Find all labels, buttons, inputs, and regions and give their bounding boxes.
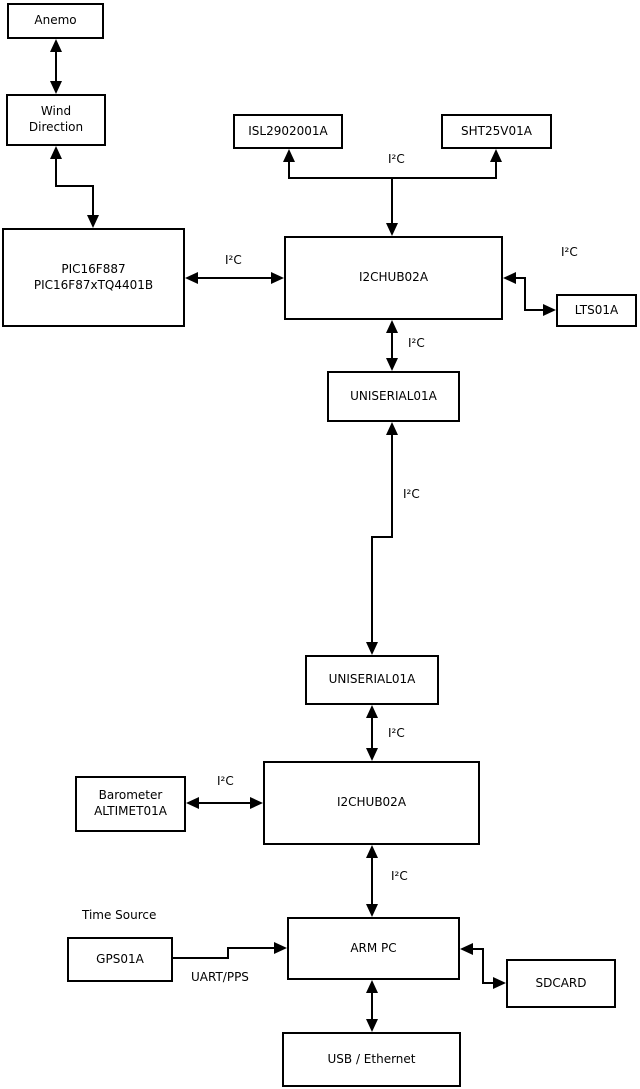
- arrowhead-left-arm-right: [460, 943, 473, 955]
- arrowhead-right-hub-upper-left: [271, 272, 284, 284]
- box-uniserial-lower: UNISERIAL01A: [305, 655, 439, 705]
- label-i2c-pic-hub: I²C: [225, 253, 242, 267]
- arrowhead-down-hub-upper-top: [386, 223, 398, 236]
- connector-uniserial-link-seg1: [391, 434, 393, 538]
- connector-uniserial-link-seg3: [371, 536, 373, 644]
- box-wind-direction-label-line1: Wind: [40, 104, 72, 119]
- box-sdcard-label: SDCARD: [535, 975, 587, 990]
- arrowhead-up-sht: [490, 149, 502, 162]
- arrowhead-up-isl: [283, 149, 295, 162]
- connector-hub-arm: [371, 857, 373, 905]
- box-isl2902001a-label: ISL2902001A: [248, 123, 328, 138]
- box-uniserial-lower-label: UNISERIAL01A: [328, 672, 416, 687]
- box-isl2902001a: ISL2902001A: [233, 114, 343, 149]
- box-uniserial-upper: UNISERIAL01A: [327, 371, 460, 422]
- arrowhead-left-pic: [185, 272, 198, 284]
- label-i2c-hub-uniserial-upper: I²C: [408, 336, 425, 350]
- label-i2c-barometer-hub: I²C: [217, 774, 234, 788]
- label-i2c-isl-sht: I²C: [388, 152, 405, 166]
- box-pic-label-line2: PIC16F87xTQ4401B: [33, 277, 154, 292]
- box-wind-direction-label-line2: Direction: [28, 120, 84, 134]
- box-gps01a-label: GPS01A: [96, 951, 144, 966]
- arrowhead-right-sdcard: [493, 977, 506, 989]
- connector-gps-arm-seg3: [227, 947, 275, 949]
- arrowhead-right-hub-lower-left: [250, 797, 263, 809]
- box-arm-pc: ARM PC: [287, 917, 460, 980]
- arrowhead-up-hub-upper-bottom: [386, 320, 398, 333]
- arrowhead-down-usb: [366, 1019, 378, 1032]
- arrowhead-down-uniserial-lower: [366, 642, 378, 655]
- connector-barometer-hub: [198, 802, 252, 804]
- connector-wind-pic-seg1: [55, 158, 57, 187]
- connector-arm-usb: [371, 992, 373, 1020]
- box-barometer: Barometer ALTIMET01A: [75, 776, 186, 832]
- box-anemo-label: Anemo: [34, 13, 77, 28]
- connector-hub-lts-seg3: [524, 309, 545, 311]
- box-arm-pc-label: ARM PC: [350, 940, 397, 955]
- arrowhead-right-arm-left: [274, 942, 287, 954]
- arrowhead-up-uniserial-lower-bottom: [366, 705, 378, 718]
- label-i2c-uniserial-link: I²C: [403, 487, 420, 501]
- box-usb-ethernet-label: USB / Ethernet: [327, 1051, 416, 1066]
- arrowhead-up-arm-bottom: [366, 980, 378, 993]
- label-time-source: Time Source: [82, 908, 157, 922]
- connector-wind-pic-seg2: [55, 185, 94, 187]
- connector-gps-arm-seg1: [173, 957, 229, 959]
- connector-arm-sdcard-seg1: [472, 948, 484, 950]
- connector-hub-lts-seg1: [514, 277, 526, 279]
- box-wind-direction: Wind Direction: [6, 94, 106, 146]
- connector-hub-lts-seg2: [524, 277, 526, 310]
- arrowhead-down-hub-lower-top: [366, 748, 378, 761]
- box-barometer-label-line2: ALTIMET01A: [94, 804, 167, 818]
- box-uniserial-upper-label: UNISERIAL01A: [350, 388, 437, 403]
- box-i2chub-lower-label: I2CHUB02A: [336, 795, 407, 810]
- box-sht25v01a-label: SHT25V01A: [461, 123, 532, 138]
- label-uart-pps: UART/PPS: [191, 970, 249, 984]
- connector-anemo-wind: [55, 51, 57, 82]
- connector-arm-sdcard-seg2: [482, 948, 484, 984]
- connector-uniserial-hub-lower: [371, 717, 373, 749]
- connector-bus-isl-drop: [288, 160, 290, 179]
- arrowhead-right-lts: [543, 304, 556, 316]
- arrowhead-down-pic: [87, 215, 99, 228]
- box-barometer-label-line1: Barometer: [98, 788, 163, 803]
- arrowhead-up-anemo: [50, 39, 62, 52]
- arrowhead-up-uniserial-upper-bottom: [386, 422, 398, 435]
- connector-arm-sdcard-seg3: [482, 982, 495, 984]
- arrowhead-up-wind-bottom: [50, 146, 62, 159]
- arrowhead-down-arm-top: [366, 904, 378, 917]
- connector-hub-uniserial-upper: [391, 332, 393, 360]
- arrowhead-up-hub-lower-bottom: [366, 845, 378, 858]
- arrowhead-down-wind: [50, 81, 62, 94]
- connector-pic-hub: [197, 277, 273, 279]
- connector-uniserial-link-seg2: [371, 536, 393, 538]
- box-sdcard: SDCARD: [506, 959, 616, 1008]
- box-gps01a: GPS01A: [67, 937, 173, 982]
- box-sht25v01a: SHT25V01A: [441, 114, 552, 149]
- arrowhead-down-uniserial-upper: [386, 358, 398, 371]
- connector-bus-hub-drop: [391, 177, 393, 224]
- arrowhead-left-hub-upper-right: [503, 272, 516, 284]
- connector-wind-pic-seg3: [92, 185, 94, 216]
- box-pic-label-line1: PIC16F887: [61, 261, 126, 276]
- connector-gps-arm-seg2: [227, 947, 229, 959]
- box-pic-microcontroller: PIC16F887 PIC16F87xTQ4401B: [2, 228, 185, 327]
- connector-bus-sht-drop: [495, 160, 497, 179]
- box-i2chub-upper: I2CHUB02A: [284, 236, 503, 320]
- label-i2c-hub-arm: I²C: [391, 869, 408, 883]
- label-i2c-uniserial-hub-lower: I²C: [388, 726, 405, 740]
- box-lts01a-label: LTS01A: [574, 302, 619, 317]
- box-i2chub-upper-label: I2CHUB02A: [358, 270, 429, 285]
- box-usb-ethernet: USB / Ethernet: [282, 1032, 461, 1087]
- label-i2c-hub-lts: I²C: [561, 245, 578, 259]
- box-anemo: Anemo: [7, 3, 104, 39]
- box-i2chub-lower: I2CHUB02A: [263, 761, 480, 845]
- arrowhead-left-barometer: [186, 797, 199, 809]
- box-lts01a: LTS01A: [556, 294, 637, 327]
